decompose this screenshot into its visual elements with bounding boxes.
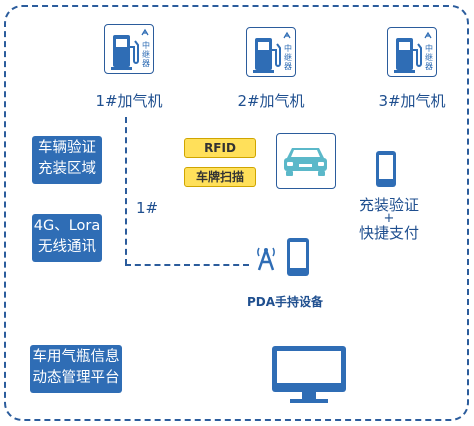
mobile-phone-icon	[376, 151, 396, 187]
car-recognition-box	[276, 133, 336, 189]
connector-vertical	[125, 117, 127, 265]
fuel-pump-1: 中继器	[104, 24, 154, 74]
platform-line1: 车用气瓶信息	[32, 349, 120, 365]
pump-1-label: 1#加气机	[95, 92, 163, 110]
platform-line2: 动态管理平台	[32, 370, 120, 386]
phone-caption: 充装验证 + 快捷支付	[352, 197, 426, 241]
vehicle-verify-line1: 车辆验证	[38, 140, 96, 156]
gas-pump-icon	[253, 31, 291, 73]
gas-pump-icon	[111, 28, 149, 70]
car-icon	[284, 148, 327, 176]
comm-line1: 4G、Lora	[33, 218, 101, 234]
pda-label: PDA手持设备	[247, 295, 324, 309]
vehicle-verify-box: 车辆验证 充装区域	[32, 136, 102, 184]
phone-caption-line2: 快捷支付	[358, 224, 419, 242]
fuel-pump-2: 中继器	[246, 27, 296, 77]
connector-horizontal	[125, 264, 249, 266]
vehicle-verify-line2: 充装区域	[38, 161, 96, 177]
comm-box: 4G、Lora 无线通讯	[32, 214, 102, 262]
platform-box: 车用气瓶信息 动态管理平台	[30, 345, 122, 393]
connector-label: 1#	[136, 199, 159, 217]
pump-3-label: 3#加气机	[378, 92, 446, 110]
phone-caption-line1: 充装验证	[358, 196, 419, 214]
monitor-base	[290, 399, 328, 403]
outer-dashed-frame	[4, 5, 469, 421]
relay-label: 中继器	[425, 44, 433, 71]
phone-caption-plus: +	[383, 211, 395, 226]
fuel-pump-3: 中继器	[387, 27, 437, 77]
antenna-icon	[257, 247, 275, 271]
pda-device-icon	[287, 238, 309, 276]
gas-pump-icon	[394, 31, 432, 73]
comm-line2: 无线通讯	[38, 239, 96, 255]
relay-label: 中继器	[284, 44, 292, 71]
rfid-tag: RFID	[184, 138, 256, 158]
monitor-stand	[302, 392, 316, 400]
plate-scan-tag: 车牌扫描	[184, 167, 256, 187]
relay-label: 中继器	[142, 41, 150, 68]
monitor-icon	[272, 346, 346, 392]
pump-2-label: 2#加气机	[237, 92, 305, 110]
